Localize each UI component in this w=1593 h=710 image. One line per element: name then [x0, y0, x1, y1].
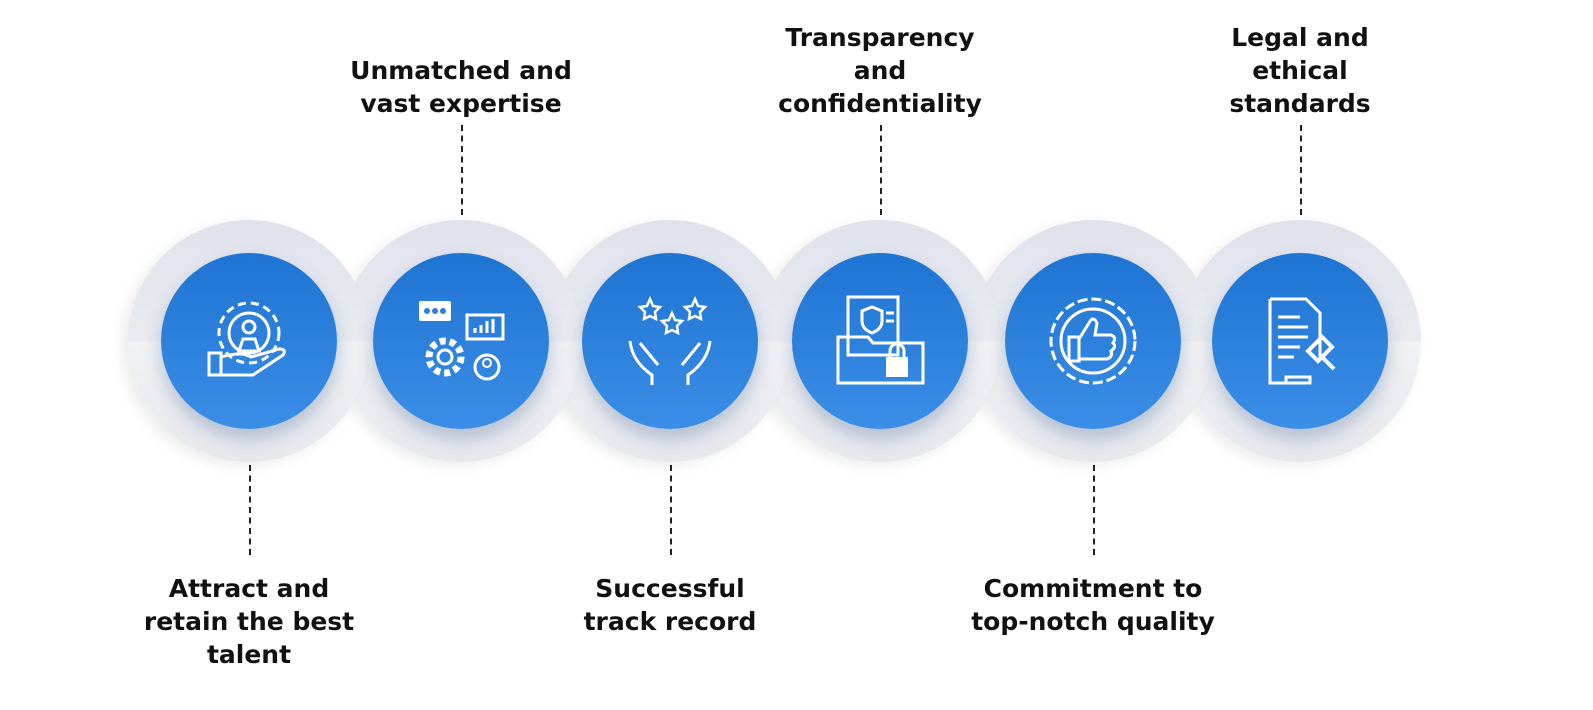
item-disc — [161, 253, 337, 429]
item-disc — [1005, 253, 1181, 429]
item-disc — [1212, 253, 1388, 429]
talent-gear-hand-icon — [207, 301, 286, 377]
item-disc — [792, 253, 968, 429]
connector-line — [670, 465, 672, 555]
connector-line — [880, 125, 882, 215]
connector-line — [1093, 465, 1095, 555]
item-disc — [582, 253, 758, 429]
folder-lock-shield-icon — [836, 295, 925, 385]
thumbs-up-badge-icon — [1049, 297, 1137, 385]
connector-line — [1300, 125, 1302, 215]
item-label: Attract and retain the best talent — [143, 574, 355, 669]
item-label: Unmatched and vast expertise — [350, 56, 572, 118]
item-label: Transparency and confidentiality — [778, 23, 982, 118]
connector-line — [461, 125, 463, 215]
item-disc — [373, 253, 549, 429]
item-label: Successful track record — [583, 574, 757, 636]
item-label: Legal and ethical standards — [1229, 23, 1371, 118]
gear-chat-chart-icon — [419, 301, 505, 381]
connector-line — [249, 465, 251, 555]
hands-stars-icon — [628, 295, 712, 385]
item-label: Commitment to top-notch quality — [971, 574, 1215, 636]
document-gavel-icon — [1268, 297, 1336, 385]
